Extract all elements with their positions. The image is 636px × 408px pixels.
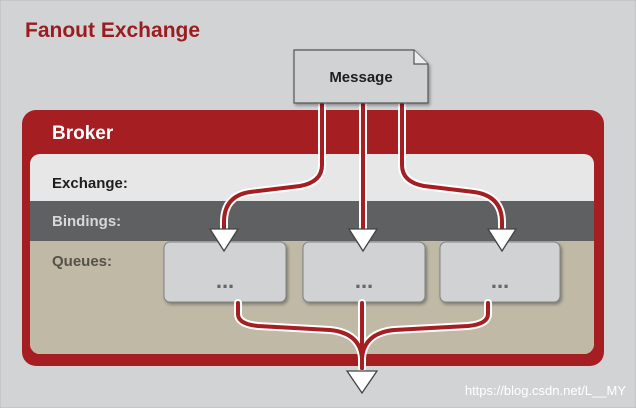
- queue-label: ...: [216, 268, 234, 293]
- arrow-down-icon: [208, 228, 240, 253]
- watermark: https://blog.csdn.net/L__MY: [465, 383, 626, 398]
- queue-box: ...: [439, 241, 561, 303]
- queue-label: ...: [491, 268, 509, 293]
- queue-box: ...: [302, 241, 426, 303]
- output-lines: [234, 299, 492, 372]
- message-document: [293, 49, 429, 104]
- arrow-down-icon: [345, 370, 379, 395]
- queues-row-label: Queues:: [52, 253, 112, 270]
- arrow-down-icon: [347, 228, 379, 253]
- routing-lines: [220, 98, 506, 234]
- queue-box: ...: [163, 241, 287, 303]
- diagram-title: Fanout Exchange: [25, 19, 200, 42]
- message-label: Message: [329, 69, 392, 86]
- exchange-row-label: Exchange:: [52, 175, 128, 192]
- broker-label: Broker: [52, 123, 114, 144]
- queue-label: ...: [355, 268, 373, 293]
- arrow-down-icon: [486, 228, 518, 253]
- bindings-row-label: Bindings:: [52, 213, 121, 230]
